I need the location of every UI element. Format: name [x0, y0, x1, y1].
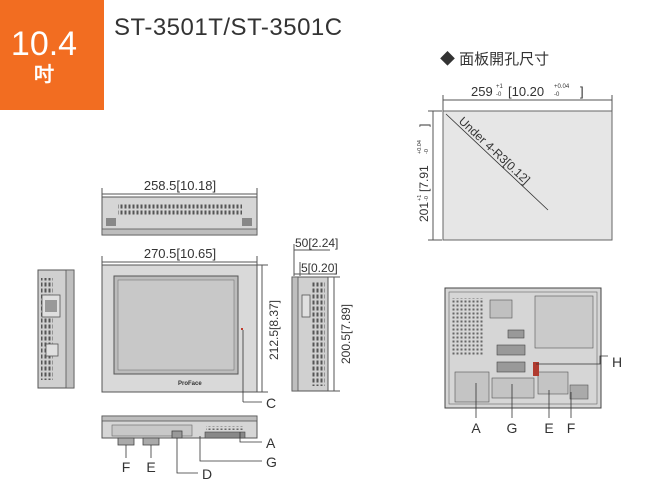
- side-height-dim: [328, 276, 340, 392]
- cutout-width-inch-tol-plus: +0.04: [554, 84, 570, 90]
- top-width-label: 258.5[10.18]: [144, 178, 216, 193]
- cutout-width-inch-tol-minus: -0: [554, 92, 560, 98]
- model-title: ST-3501T/ST-3501C: [114, 14, 343, 41]
- cutout-height-dim: [428, 110, 442, 241]
- rear-label-h: H: [612, 354, 622, 370]
- cutout-height-labels: 201 +1 -0 [7.91 +0.04 -0 ]: [417, 124, 431, 222]
- top-view: [101, 196, 258, 236]
- cutout-width-tol-plus: +1: [496, 84, 504, 90]
- front-width-label: 270.5[10.65]: [144, 246, 216, 261]
- bezel-dim: [294, 262, 336, 276]
- cutout-height-close: ]: [417, 124, 431, 127]
- cutout-height-tol-minus: -0: [424, 196, 430, 201]
- bottom-label-g: G: [266, 454, 277, 470]
- cutout-width-value: 259: [471, 84, 493, 99]
- cutout-rectangle: [442, 110, 613, 241]
- cutout-height-value: 201: [417, 202, 431, 222]
- rear-view: [444, 287, 602, 409]
- cutout-height-inch-tol-plus: +0.04: [417, 140, 423, 154]
- front-view: ProFace: [101, 264, 258, 393]
- cutout-width-close: ]: [580, 84, 584, 99]
- rear-leaders: [475, 355, 608, 418]
- rear-indicator: [533, 362, 539, 376]
- rear-label-e: E: [544, 420, 553, 436]
- cutout-height-inch-tol-minus: -0: [424, 149, 430, 154]
- bottom-label-d: D: [202, 466, 212, 482]
- label-c: C: [266, 395, 276, 411]
- depth-label: 50[2.24]: [295, 236, 338, 250]
- bottom-label-f: F: [122, 459, 131, 475]
- depth-dim: [293, 244, 330, 276]
- cutout-title: ◆ 面板開孔尺寸: [440, 50, 549, 68]
- corner-radius-leader: [445, 113, 549, 211]
- status-led: [241, 328, 243, 330]
- cutout-height-tol-plus: +1: [417, 195, 423, 201]
- badge-unit: 吋: [34, 64, 54, 86]
- side-height-label: 200.5[7.89]: [339, 304, 353, 364]
- bottom-leaders: [125, 432, 262, 474]
- front-height-dim: [256, 264, 268, 393]
- right-side-view: [291, 276, 329, 392]
- bottom-label-a: A: [266, 435, 276, 451]
- cutout-height-inch: [7.91: [417, 165, 431, 192]
- cutout-width-dim: [442, 95, 613, 112]
- bezel-label: 5[0.20]: [301, 261, 338, 275]
- left-side-view: [37, 269, 75, 389]
- badge-size: 10.4: [10, 25, 78, 63]
- brand-logo: ProFace: [178, 381, 202, 387]
- cutout-width-inch: [10.20: [508, 84, 544, 99]
- cutout-width-tol-minus: -0: [496, 92, 502, 98]
- rear-label-a: A: [471, 420, 481, 436]
- front-height-label: 212.5[8.37]: [267, 300, 281, 360]
- rear-label-f: F: [567, 420, 576, 436]
- bottom-view: [101, 415, 258, 446]
- bottom-label-e: E: [146, 459, 155, 475]
- size-badge: 10.4 吋: [0, 0, 104, 110]
- rear-label-g: G: [507, 420, 518, 436]
